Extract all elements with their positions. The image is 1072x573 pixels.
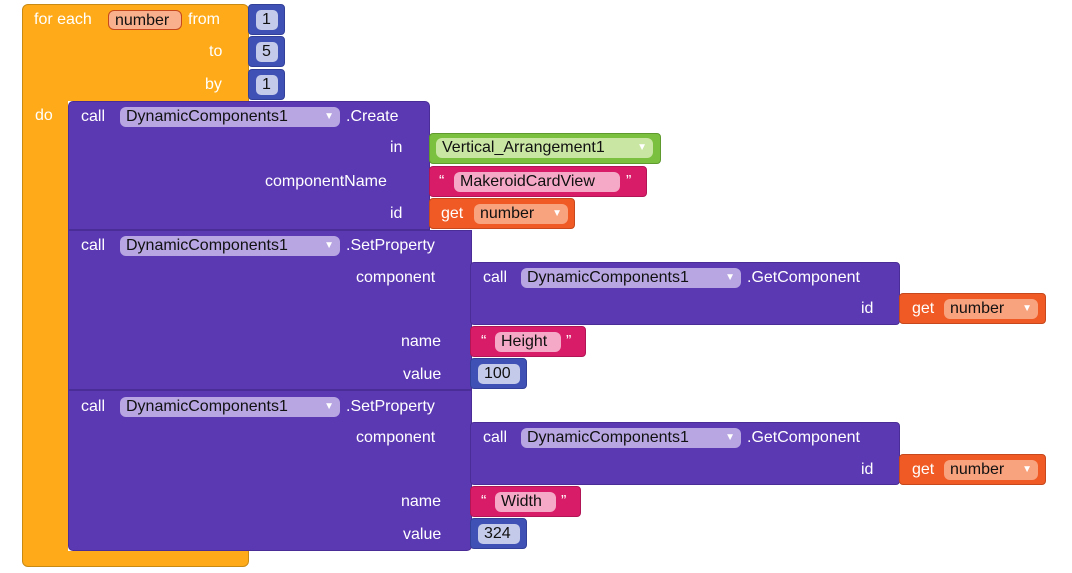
set-height-component-label: component xyxy=(356,269,436,286)
get-component-width-call-label: call xyxy=(483,429,508,446)
quote-close: ” xyxy=(566,333,572,350)
from-number-field[interactable]: 1 xyxy=(256,10,278,30)
set-height-component-dropdown[interactable]: DynamicComponents1 ▼ xyxy=(120,236,340,256)
get-component-height-name: DynamicComponents1 xyxy=(527,269,689,286)
get-component-width-id-label: id xyxy=(861,461,874,478)
loop-variable-field[interactable]: number xyxy=(108,10,182,30)
width-name-field[interactable]: Width xyxy=(495,492,556,512)
get-component-height-var-dropdown[interactable]: number ▼ xyxy=(944,299,1038,319)
set-height-value-label: value xyxy=(403,366,442,383)
set-width-call-label: call xyxy=(81,398,106,415)
create-id-var-dropdown[interactable]: number ▼ xyxy=(474,204,568,224)
create-component-name: DynamicComponents1 xyxy=(126,108,288,125)
to-number-field[interactable]: 5 xyxy=(256,42,278,62)
get-component-width-dropdown[interactable]: DynamicComponents1 ▼ xyxy=(521,428,741,448)
get-component-width-method: .GetComponent xyxy=(747,429,860,446)
chevron-down-icon: ▼ xyxy=(324,240,334,251)
get-component-height-id-label: id xyxy=(861,300,874,317)
set-height-component-name: DynamicComponents1 xyxy=(126,237,288,254)
to-label: to xyxy=(209,43,223,60)
chevron-down-icon: ▼ xyxy=(324,401,334,412)
component-name-field[interactable]: MakeroidCardView xyxy=(454,172,620,192)
set-height-call-label: call xyxy=(81,237,106,254)
chevron-down-icon: ▼ xyxy=(725,272,735,283)
quote-open: “ xyxy=(481,493,487,510)
from-label: from xyxy=(188,11,220,28)
set-width-name-label: name xyxy=(401,493,442,510)
quote-open: “ xyxy=(439,173,445,190)
create-component-dropdown[interactable]: DynamicComponents1 ▼ xyxy=(120,107,340,127)
arrangement-dropdown[interactable]: Vertical_Arrangement1 ▼ xyxy=(436,138,653,158)
chevron-down-icon: ▼ xyxy=(637,142,647,153)
chevron-down-icon: ▼ xyxy=(324,111,334,122)
create-id-get-label: get xyxy=(441,205,464,222)
set-height-call-block[interactable] xyxy=(68,230,472,390)
get-component-height-method: .GetComponent xyxy=(747,269,860,286)
get-component-width-get-label: get xyxy=(912,461,935,478)
set-width-component-dropdown[interactable]: DynamicComponents1 ▼ xyxy=(120,397,340,417)
set-width-component-name: DynamicComponents1 xyxy=(126,398,288,415)
set-width-component-label: component xyxy=(356,429,436,446)
set-width-value-label: value xyxy=(403,526,442,543)
in-label: in xyxy=(390,139,403,156)
quote-open: “ xyxy=(481,333,487,350)
chevron-down-icon: ▼ xyxy=(1022,303,1032,314)
get-component-height-var: number xyxy=(950,300,1005,317)
height-number-field[interactable]: 100 xyxy=(478,364,520,384)
set-height-method-label: .SetProperty xyxy=(346,237,435,254)
get-component-width-var: number xyxy=(950,461,1005,478)
height-name-field[interactable]: Height xyxy=(495,332,561,352)
for-each-label: for each xyxy=(34,11,92,28)
set-height-name-label: name xyxy=(401,333,442,350)
get-component-width-var-dropdown[interactable]: number ▼ xyxy=(944,460,1038,480)
get-component-width-name: DynamicComponents1 xyxy=(527,429,689,446)
get-component-height-dropdown[interactable]: DynamicComponents1 ▼ xyxy=(521,268,741,288)
quote-close: ” xyxy=(626,173,632,190)
chevron-down-icon: ▼ xyxy=(1022,464,1032,475)
get-component-height-get-label: get xyxy=(912,300,935,317)
component-name-label: componentName xyxy=(265,173,387,190)
width-number-field[interactable]: 324 xyxy=(478,524,520,544)
chevron-down-icon: ▼ xyxy=(725,432,735,443)
by-label: by xyxy=(205,76,222,93)
create-id-label: id xyxy=(390,205,403,222)
chevron-down-icon: ▼ xyxy=(552,208,562,219)
create-call-label: call xyxy=(81,108,106,125)
arrangement-name: Vertical_Arrangement1 xyxy=(442,139,605,156)
by-number-field[interactable]: 1 xyxy=(256,75,278,95)
get-component-height-call-label: call xyxy=(483,269,508,286)
set-width-method-label: .SetProperty xyxy=(346,398,435,415)
create-id-var: number xyxy=(480,205,535,222)
quote-close: ” xyxy=(561,493,567,510)
do-label: do xyxy=(35,107,53,124)
create-method-label: .Create xyxy=(346,108,399,125)
